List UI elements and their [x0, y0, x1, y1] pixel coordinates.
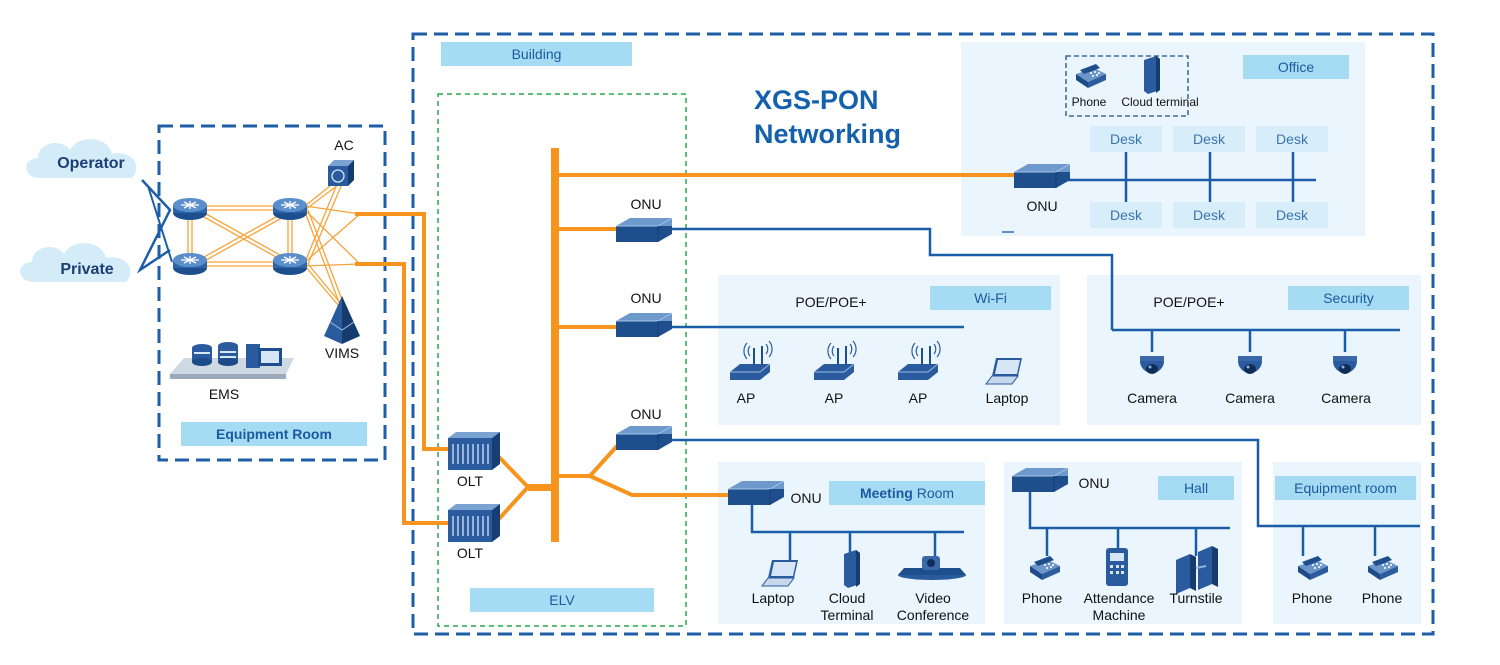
meeting-room-tag-bold: Meeting — [859, 485, 913, 501]
phone-label: Phone — [1021, 590, 1063, 606]
building-frame — [411, 32, 1435, 636]
router-icon — [172, 252, 208, 276]
operator-cloud-label: Operator — [57, 155, 125, 172]
router-icon — [172, 197, 208, 221]
vims-icon — [324, 296, 360, 344]
office-tag: Office — [1243, 55, 1349, 79]
meeting-room-tag-rest: Room — [912, 485, 955, 501]
wifi-tag: Wi-Fi — [930, 286, 1051, 310]
hall-onu-label: ONU — [1078, 475, 1110, 491]
olt-label: OLT — [456, 473, 484, 489]
core-mesh-links — [187, 177, 361, 306]
vims-label: VIMS — [324, 345, 360, 361]
camera-label: Camera — [1225, 390, 1275, 406]
turnstile-label: Turnstile — [1169, 590, 1223, 606]
attendance-machine-label: Attendance Machine — [1083, 590, 1155, 623]
splitter-bus — [551, 148, 559, 542]
ap-label: AP — [736, 390, 756, 406]
turnstile-icon — [1176, 546, 1218, 594]
elv-tag: ELV — [470, 588, 654, 612]
ethernet-links — [670, 152, 1420, 562]
ac-icon — [328, 160, 354, 186]
ems-icon — [170, 342, 294, 379]
onu-icon — [615, 217, 673, 243]
security-tag: Security — [1288, 286, 1409, 310]
office-device-frame — [1065, 55, 1189, 117]
phone-label: Phone — [1071, 95, 1107, 109]
security-poe-label: POE/POE+ — [1153, 294, 1225, 310]
hall-tag: Hall — [1158, 476, 1234, 500]
equipment-room-frame — [157, 124, 387, 462]
cloud-terminal-label: Cloud terminal — [1121, 95, 1199, 109]
equipment-room-tag: Equipment Room — [181, 422, 367, 446]
olt-label: OLT — [456, 545, 484, 561]
onu-icon — [615, 312, 673, 338]
desk: Desk — [1090, 202, 1162, 228]
cloud-terminal-icon — [844, 550, 860, 588]
desk: Desk — [1256, 202, 1328, 228]
onu-icon — [727, 480, 785, 506]
cloud-terminal-label: Cloud Terminal — [820, 590, 874, 623]
olt-icon — [447, 503, 501, 543]
laptop-label: Laptop — [751, 590, 795, 606]
desk: Desk — [1090, 126, 1162, 152]
onu-label: ONU — [630, 406, 662, 422]
video-conference-label: Video Conference — [896, 590, 970, 623]
meeting-onu-label: ONU — [790, 490, 822, 506]
wifi-poe-label: POE/POE+ — [795, 294, 867, 310]
private-cloud-label: Private — [60, 261, 114, 278]
desk: Desk — [1173, 126, 1245, 152]
phone-label: Phone — [1291, 590, 1333, 606]
elv-frame — [437, 93, 687, 627]
wan-link — [136, 179, 172, 274]
ac-label: AC — [334, 137, 354, 153]
fiber-links — [355, 173, 1015, 525]
cloud-terminal-icon — [1144, 56, 1160, 94]
onu-label: ONU — [630, 196, 662, 212]
olt-icon — [447, 431, 501, 471]
video-conference-icon — [898, 556, 966, 580]
camera-label: Camera — [1321, 390, 1371, 406]
meeting-room-tag: Meeting Room — [829, 481, 985, 505]
diagram-title-line1: XGS-PON — [754, 85, 879, 115]
wan-link — [147, 185, 173, 263]
onu-icon — [615, 425, 673, 451]
onu-icon — [1011, 467, 1069, 493]
ap-label: AP — [824, 390, 844, 406]
laptop-label: Laptop — [985, 390, 1029, 406]
equipment-room-2-tag: Equipment room — [1275, 476, 1416, 500]
building-tag: Building — [441, 42, 632, 66]
desk: Desk — [1256, 126, 1328, 152]
attendance-machine-icon — [1106, 548, 1128, 586]
olt-combiner — [528, 484, 556, 491]
router-icon — [272, 252, 308, 276]
camera-label: Camera — [1127, 390, 1177, 406]
onu-icon — [1013, 163, 1071, 189]
office-onu-label: ONU — [1026, 198, 1058, 214]
desk: Desk — [1173, 202, 1245, 228]
router-icon — [272, 197, 308, 221]
onu-label: ONU — [630, 290, 662, 306]
phone-label: Phone — [1361, 590, 1403, 606]
ems-label: EMS — [208, 386, 240, 402]
ap-label: AP — [908, 390, 928, 406]
diagram-title-line2: Networking — [754, 119, 902, 149]
